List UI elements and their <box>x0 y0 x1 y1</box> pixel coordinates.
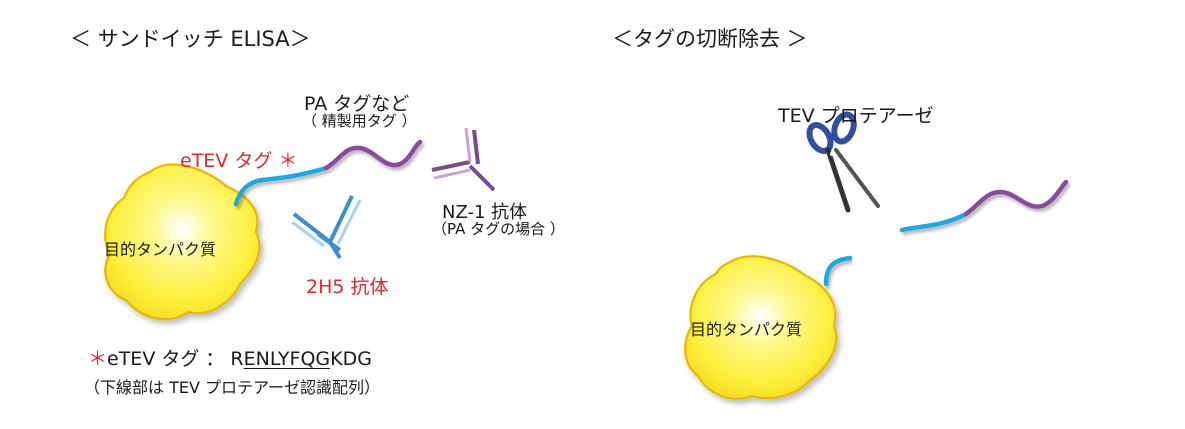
antibody-nz1 <box>431 127 496 192</box>
protein-label-right: 目的タンパク質 <box>690 320 803 339</box>
cleaved-pa-fragment <box>963 179 1069 217</box>
footnote-name: eTEV タグ ： R <box>107 348 244 370</box>
antibody-2h5 <box>291 195 362 260</box>
right-panel-title: ＜タグの切断除去 ＞ <box>612 27 808 51</box>
pa-tag-label: PA タグなど <box>304 93 410 115</box>
footnote-star: ＊ <box>88 348 108 370</box>
etev-tag-label: eTEV タグ ＊ <box>180 150 298 172</box>
pa-tag-chain-left <box>323 139 423 171</box>
target-protein-blob-left <box>104 163 261 321</box>
pa-tag-sublabel: （ 精製用タグ ） <box>302 112 417 130</box>
nz1-antibody-label: NZ-1 抗体 <box>442 202 528 223</box>
footnote-sequence: ＊eTEV タグ ： RENLYFQGKDG <box>88 344 372 371</box>
footnote-note: （下線部は TEV プロテアーゼ認識配列） <box>84 378 381 397</box>
antibody-2h5-label: 2H5 抗体 <box>306 276 389 298</box>
cleaved-etev-fragment <box>899 211 969 233</box>
etev-tag-chain-left <box>233 165 329 207</box>
tev-protease-label: TEV プロテアーゼ <box>778 105 934 127</box>
nz1-antibody-sublabel: （PA タグの場合 ） <box>432 220 565 238</box>
protein-label-left: 目的タンパク質 <box>104 240 217 259</box>
footnote-seq-rest: KDG <box>330 348 372 370</box>
left-panel-title: ＜ サンドイッチ ELISA＞ <box>70 27 311 51</box>
footnote-recognition-seq: ENLYFQG <box>243 348 331 370</box>
scissors-icon <box>806 111 880 213</box>
target-protein-blob-right <box>684 255 838 400</box>
etev-remnant-right <box>823 255 853 287</box>
